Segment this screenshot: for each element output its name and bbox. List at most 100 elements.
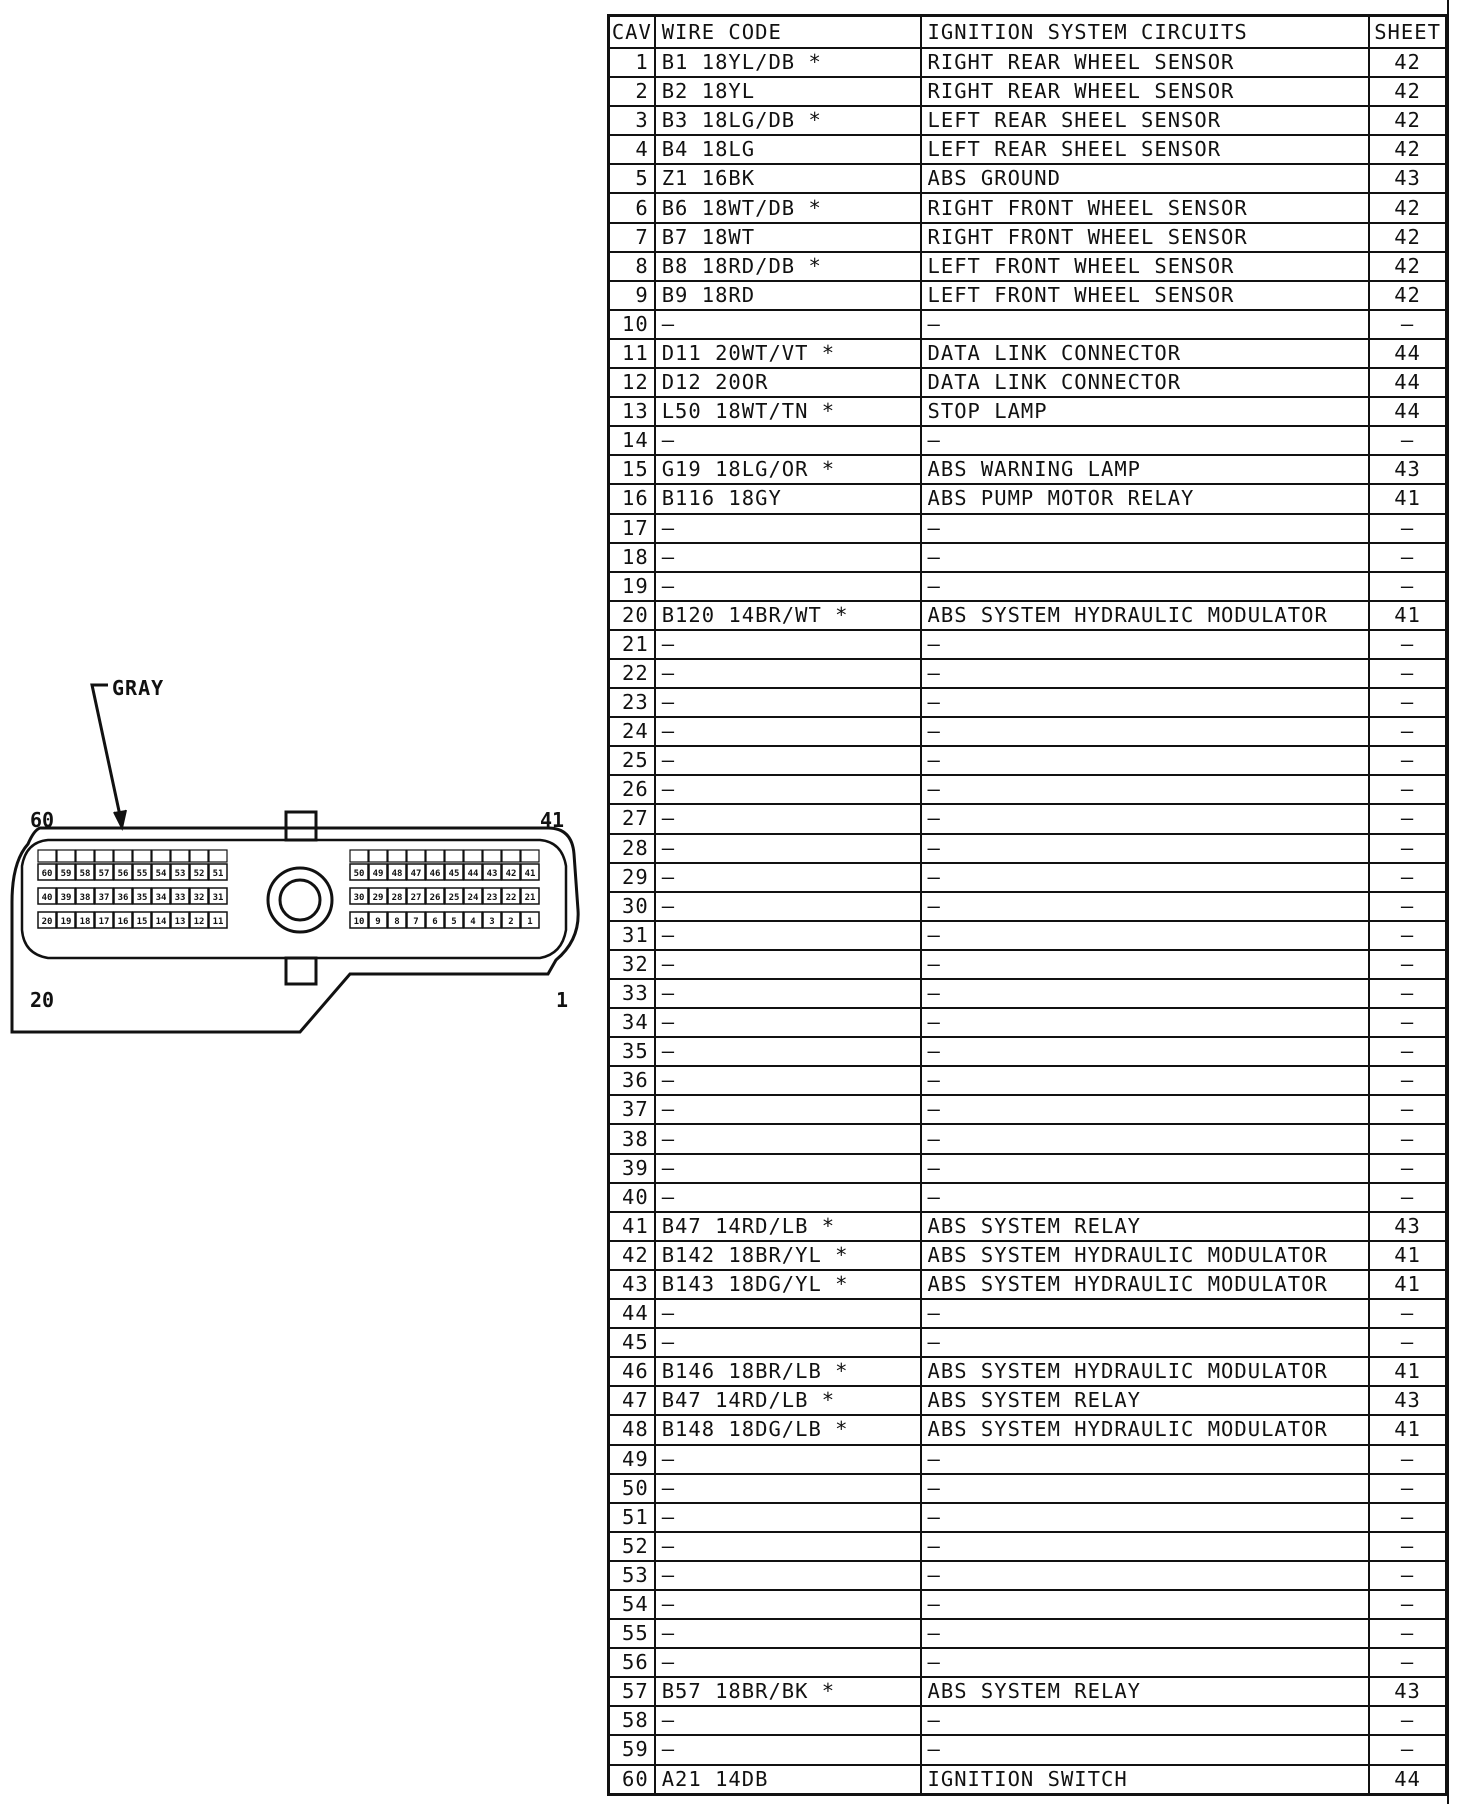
cell-cav: 51 xyxy=(607,1501,656,1533)
cell-cav: 38 xyxy=(607,1123,656,1155)
cell-wire-code: B2 18YL xyxy=(653,76,922,108)
pin-cavity xyxy=(368,863,388,881)
cell-wire-code: — xyxy=(653,425,922,457)
cell-cav: 24 xyxy=(607,716,656,748)
cell-sheet: — xyxy=(1368,1152,1447,1184)
pin-cavity xyxy=(75,863,95,881)
pin-cavity xyxy=(208,911,228,929)
cell-circuit: — xyxy=(919,628,1371,660)
cell-sheet: — xyxy=(1368,745,1447,777)
cell-sheet: 42 xyxy=(1368,76,1447,108)
cell-wire-code: — xyxy=(653,628,922,660)
pin-number: 4 xyxy=(470,917,476,927)
pin-latch xyxy=(482,849,502,863)
pin-latch xyxy=(132,849,152,863)
pin-number: 45 xyxy=(449,869,460,879)
pin-cavity xyxy=(463,863,483,881)
cell-circuit: STOP LAMP xyxy=(919,396,1371,428)
cell-wire-code: — xyxy=(653,890,922,922)
cell-wire-code: B4 18LG xyxy=(653,134,922,166)
table-row: 37——— xyxy=(607,1094,1447,1126)
table-row: 39——— xyxy=(607,1152,1447,1184)
cell-circuit: DATA LINK CONNECTOR xyxy=(919,367,1371,399)
pin-cavity xyxy=(56,863,76,881)
cell-sheet: 43 xyxy=(1368,454,1447,486)
table-row: 14——— xyxy=(607,425,1447,457)
cell-circuit: ABS SYSTEM HYDRAULIC MODULATOR xyxy=(919,1268,1371,1301)
pin-latch xyxy=(37,849,57,863)
cell-cav: 18 xyxy=(607,541,656,573)
pin-cavity xyxy=(520,911,540,929)
pin-cavity xyxy=(501,911,521,929)
pin-cavity xyxy=(425,887,445,905)
pin-cavity xyxy=(387,863,407,881)
cell-circuit: — xyxy=(919,1065,1371,1097)
cell-wire-code: — xyxy=(653,657,922,690)
cell-wire-code: B143 18DG/YL * xyxy=(653,1268,922,1301)
cell-circuit: — xyxy=(919,1705,1371,1737)
pin-number: 27 xyxy=(411,893,422,903)
cell-wire-code: Z1 16BK xyxy=(653,163,922,195)
cell-circuit: LEFT FRONT WHEEL SENSOR xyxy=(919,250,1371,282)
cell-cav: 36 xyxy=(607,1065,656,1097)
table-row: 31——— xyxy=(607,919,1447,951)
cell-cav: 60 xyxy=(607,1763,656,1796)
cell-circuit: — xyxy=(919,657,1371,690)
pin-cavity xyxy=(463,911,483,929)
pin-cavity xyxy=(406,911,426,929)
pin-latch xyxy=(501,849,521,863)
cell-wire-code: — xyxy=(653,745,922,777)
cell-cav: 32 xyxy=(607,948,656,981)
pin-cavity xyxy=(170,863,190,881)
pin-number: 31 xyxy=(213,893,224,903)
pin-cavity xyxy=(406,863,426,881)
table-row: 45——— xyxy=(607,1327,1447,1359)
cell-cav: 43 xyxy=(607,1268,656,1301)
cell-wire-code: — xyxy=(653,1065,922,1097)
table-row: 54——— xyxy=(607,1588,1447,1621)
pin-number: 23 xyxy=(487,893,498,903)
pin-latch xyxy=(189,849,209,863)
cell-circuit: ABS GROUND xyxy=(919,163,1371,195)
cell-cav: 14 xyxy=(607,425,656,457)
pin-number: 21 xyxy=(525,893,536,903)
cell-cav: 54 xyxy=(607,1588,656,1621)
table-row: 24——— xyxy=(607,716,1447,748)
pin-number: 34 xyxy=(156,893,167,903)
cell-sheet: — xyxy=(1368,687,1447,719)
cell-circuit: — xyxy=(919,570,1371,602)
pin-number: 5 xyxy=(451,917,456,927)
pin-cavity xyxy=(113,911,133,929)
table-header-row: CAV WIRE CODE IGNITION SYSTEM CIRCUITS S… xyxy=(607,14,1447,49)
pin-cavity xyxy=(75,911,95,929)
cell-circuit: — xyxy=(919,745,1371,777)
cell-circuit: — xyxy=(919,1036,1371,1068)
cell-wire-code: — xyxy=(653,1181,922,1213)
pin-number: 19 xyxy=(61,917,72,927)
pin-number: 42 xyxy=(506,869,517,879)
pin-latch xyxy=(75,849,95,863)
pin-number: 25 xyxy=(449,893,460,903)
cell-sheet: 43 xyxy=(1368,1676,1447,1708)
cell-wire-code: — xyxy=(653,1705,922,1737)
cell-sheet: — xyxy=(1368,512,1447,544)
table-row: 28——— xyxy=(607,832,1447,864)
pin-number: 55 xyxy=(137,869,148,879)
cell-sheet: — xyxy=(1368,1298,1447,1330)
cell-wire-code: — xyxy=(653,512,922,544)
cell-sheet: 43 xyxy=(1368,163,1447,195)
pin-number: 2 xyxy=(508,917,513,927)
cell-sheet: — xyxy=(1368,919,1447,951)
cell-wire-code: — xyxy=(653,1559,922,1591)
pin-latch xyxy=(113,849,133,863)
cell-cav: 30 xyxy=(607,890,656,922)
cell-wire-code: L50 18WT/TN * xyxy=(653,396,922,428)
cell-cav: 10 xyxy=(607,308,656,340)
pin-cavity xyxy=(151,863,171,881)
cell-sheet: 43 xyxy=(1368,1210,1447,1242)
table-row: 51——— xyxy=(607,1501,1447,1533)
